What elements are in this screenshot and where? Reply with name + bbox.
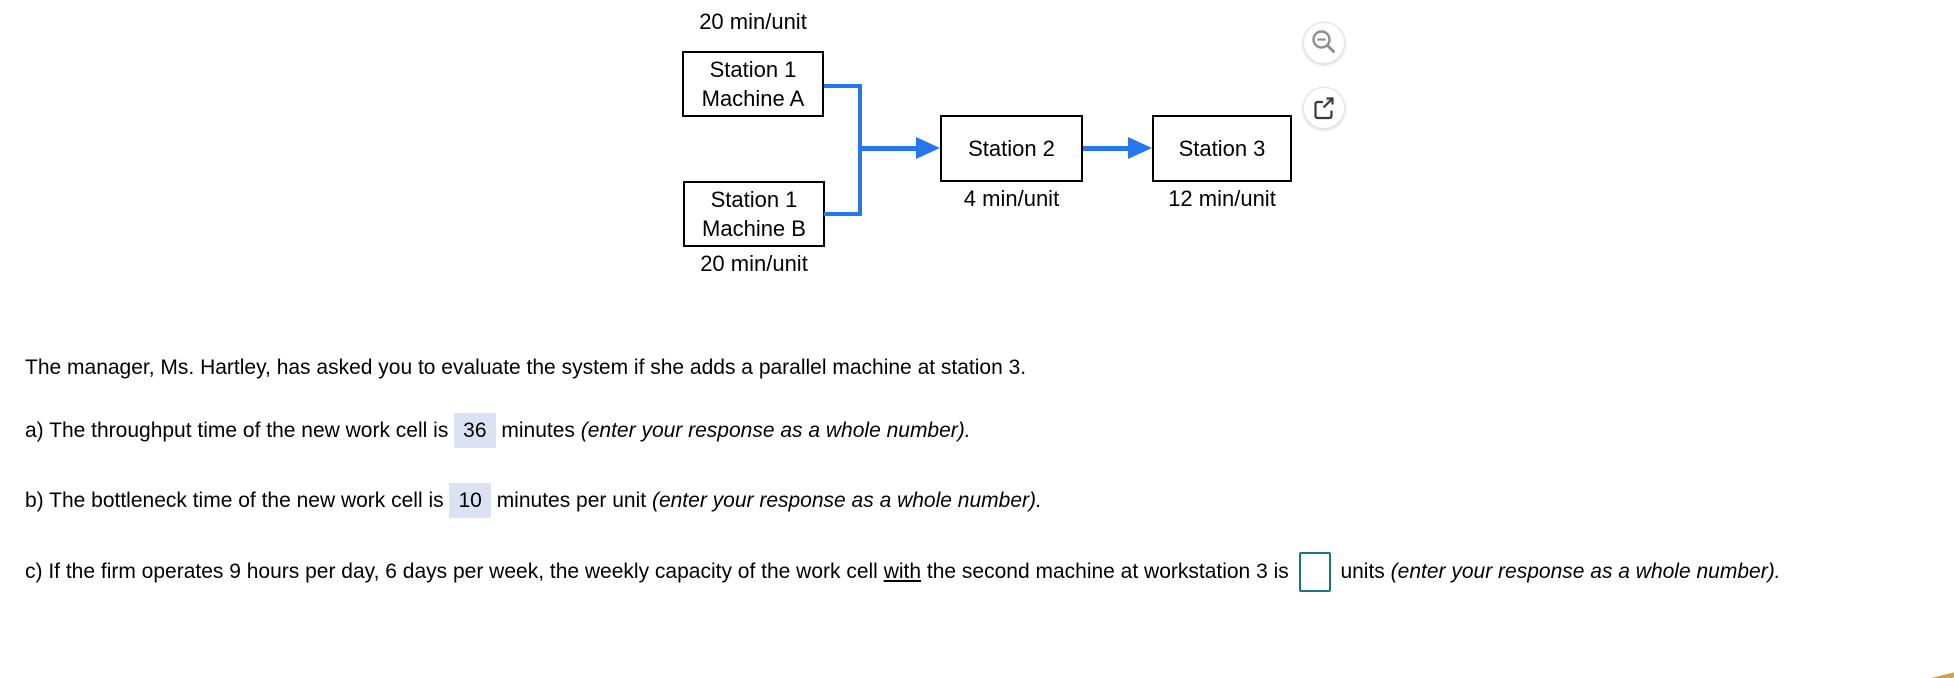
arrow-to-station2-shaft xyxy=(858,146,916,151)
station1a-line1: Station 1 xyxy=(709,57,797,82)
arrow-to-station2-head-icon xyxy=(916,137,940,159)
part-b-answer-field[interactable]: 10 xyxy=(449,483,491,518)
station2-label: Station 2 xyxy=(968,136,1055,161)
open-in-new-window-button[interactable] xyxy=(1303,87,1345,129)
part-b-note: (enter your response as a whole number). xyxy=(651,489,1042,512)
part-a-answer-field[interactable]: 36 xyxy=(454,413,496,448)
station2-rate-label: 4 min/unit xyxy=(963,186,1060,211)
part-a-after-answer: minutes xyxy=(501,419,575,442)
station1-machine-b-box: Station 1 Machine B xyxy=(683,181,825,247)
decorative-gold-arc xyxy=(1605,662,1954,678)
part-b-text: b) The bottleneck time of the new work c… xyxy=(25,489,444,512)
part-c-answer-input[interactable] xyxy=(1298,552,1331,593)
station2-box: Station 2 xyxy=(940,115,1083,182)
zoom-out-button[interactable] xyxy=(1303,22,1345,64)
part-c-after-answer: units xyxy=(1340,560,1385,583)
part-b-line: b) The bottleneck time of the new work c… xyxy=(25,483,1042,519)
arrow-to-station3-shaft xyxy=(1083,146,1129,151)
station3-label: Station 3 xyxy=(1178,136,1266,161)
part-c-text-before: c) If the firm operates 9 hours per day,… xyxy=(25,560,878,583)
station1b-rate-label: 20 min/unit xyxy=(700,251,808,276)
part-c-note: (enter your response as a whole number). xyxy=(1390,560,1781,583)
part-c-paragraph: c) If the firm operates 9 hours per day,… xyxy=(25,551,1954,593)
station3-box: Station 3 xyxy=(1152,115,1292,182)
connector-b-horizontal xyxy=(824,212,862,216)
station1b-line1: Station 1 xyxy=(710,187,798,212)
station1a-line2: Machine A xyxy=(701,86,805,111)
part-b-after-answer: minutes per unit xyxy=(496,489,647,512)
part-a-note: (enter your response as a whole number). xyxy=(580,419,971,442)
part-a-text: a) The throughput time of the new work c… xyxy=(25,419,449,442)
station1-machine-a-box: Station 1 Machine A xyxy=(682,51,824,117)
part-c-text-after: the second machine at workstation 3 is xyxy=(926,560,1289,583)
external-link-icon xyxy=(1307,91,1341,125)
arrow-to-station3-head-icon xyxy=(1128,137,1152,159)
part-c-underlined-word: with xyxy=(883,560,922,583)
station1b-line2: Machine B xyxy=(702,216,806,241)
station3-rate-label: 12 min/unit xyxy=(1168,186,1276,211)
question-intro: The manager, Ms. Hartley, has asked you … xyxy=(25,356,1027,379)
station1a-rate-label: 20 min/unit xyxy=(699,9,807,34)
magnifier-minus-icon xyxy=(1307,26,1341,60)
connector-a-horizontal xyxy=(824,84,862,88)
part-a-line: a) The throughput time of the new work c… xyxy=(25,413,971,449)
